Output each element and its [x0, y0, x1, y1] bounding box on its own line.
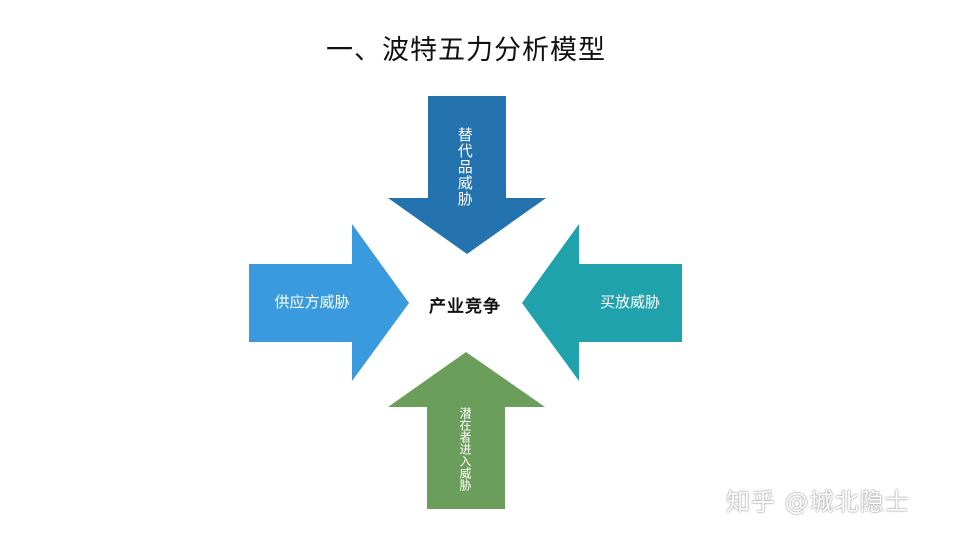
arrow-left	[249, 224, 409, 381]
force-label-new-entrants: 潜在者进入威胁	[458, 407, 472, 491]
arrow-top	[388, 96, 546, 254]
force-label-substitutes: 替代品威胁	[455, 127, 474, 207]
force-label-suppliers: 供应方威胁	[274, 293, 350, 311]
arrow-bottom	[388, 352, 545, 509]
page-title: 一、波特五力分析模型	[326, 35, 606, 66]
center-label: 产业竞争	[429, 297, 501, 317]
watermark: 知乎 @城北隐士	[726, 488, 910, 516]
arrow-right	[522, 224, 682, 381]
force-label-buyers: 买放威胁	[599, 293, 660, 311]
